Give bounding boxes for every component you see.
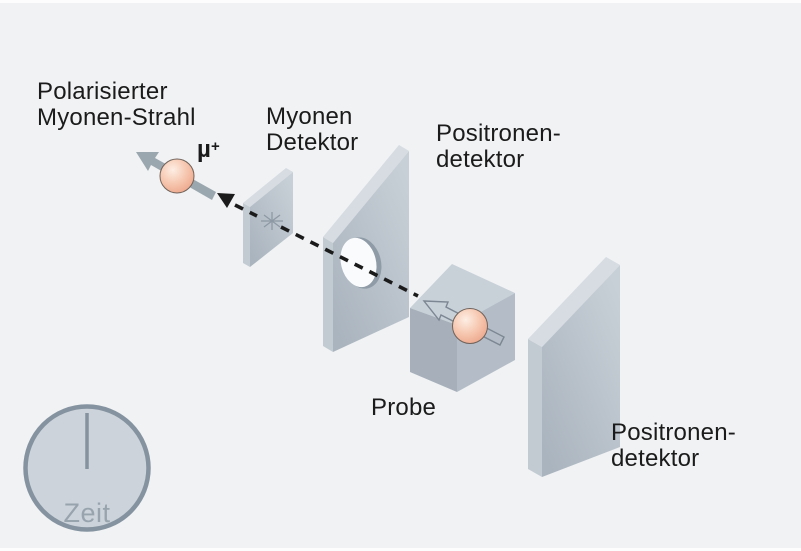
plate-side-face: [323, 237, 333, 352]
beam-label-line1: Polarisierter: [37, 78, 168, 105]
plate-top-bevel: [528, 257, 620, 347]
plate-top-bevel: [323, 145, 409, 243]
positron-detector-back-plate: [528, 257, 620, 477]
positron-detector-front-label-line1: Positronen-: [436, 120, 561, 147]
positron-detector-front-label: Positronen- detektor: [436, 121, 561, 173]
muon-sphere: [159, 158, 195, 194]
beam-hole: [340, 237, 377, 288]
plate-top-bevel: [243, 168, 293, 207]
beam-label: Polarisierter Myonen-Strahl: [37, 79, 196, 131]
muon-detector-plate: [243, 168, 293, 267]
plate-side-face: [528, 339, 542, 477]
positron-detector-back-label: Positronen- detektor: [611, 420, 736, 472]
positron-detector-front-label-line2: detektor: [436, 146, 525, 173]
sample-muon-sphere: [452, 308, 488, 344]
positron-detector-front-plate: [323, 145, 409, 352]
sample-spin-arrow-icon: [422, 300, 505, 346]
cube-top-face: [410, 264, 515, 325]
muon-symbol-label: µ+: [197, 134, 220, 163]
beam-label-line2: Myonen-Strahl: [37, 104, 196, 131]
cube-left-face: [410, 308, 457, 392]
clock: [23, 404, 151, 532]
polarized-muon: [136, 152, 216, 200]
myon-detector-label-line1: Myonen: [266, 103, 353, 130]
plate-side-face: [243, 203, 250, 267]
muon-charge-sup: +: [211, 138, 220, 155]
myon-detector-label: Myonen Detektor: [266, 104, 358, 156]
beam-path: [234, 203, 419, 298]
myon-detector-label-line2: Detektor: [266, 129, 359, 156]
plate-front-face: [542, 265, 620, 477]
sample-cube: [410, 264, 515, 392]
beam-path-segment: [234, 203, 258, 218]
positron-detector-back-label-line1: Positronen-: [611, 419, 736, 446]
beam-arrowhead-icon: [217, 193, 235, 208]
probe-label: Probe: [371, 394, 437, 421]
clock-label: Zeit: [63, 498, 111, 528]
muon-hit-star-icon: [261, 212, 283, 230]
muon-symbol: µ: [197, 136, 212, 163]
positron-detector-back-label-line2: detektor: [611, 445, 700, 472]
